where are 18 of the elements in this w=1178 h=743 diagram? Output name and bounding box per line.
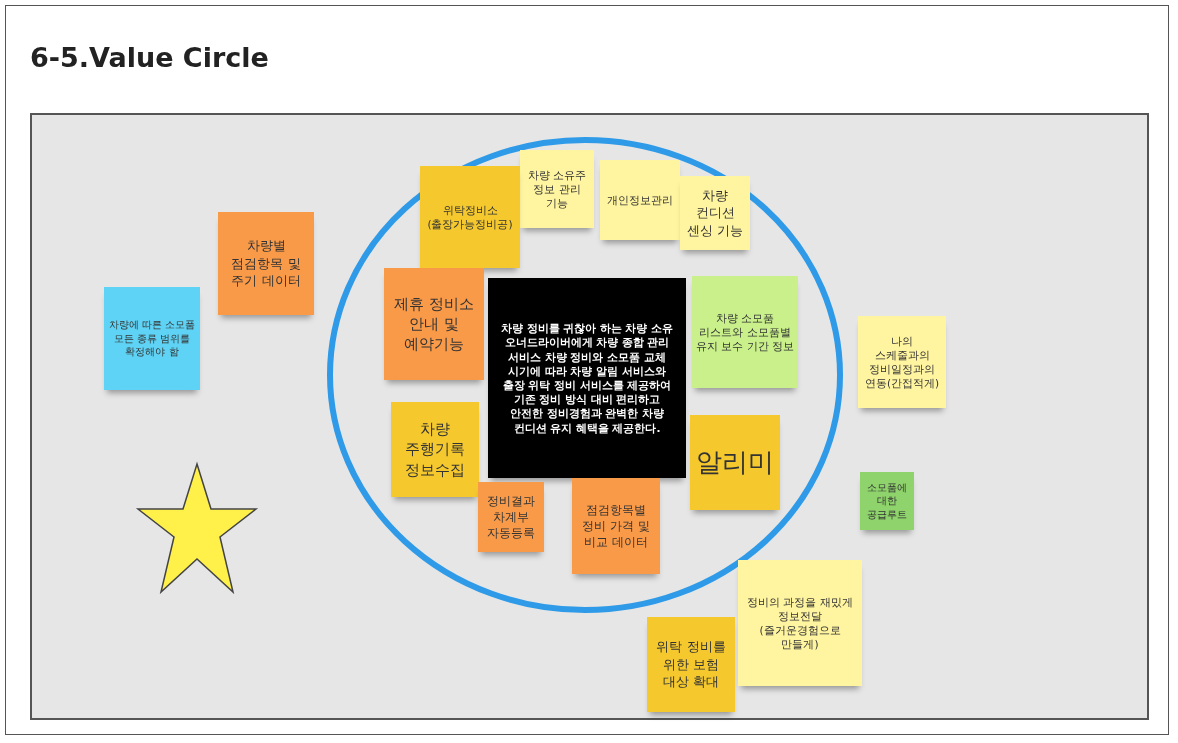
- sticky-note: 제휴 정비소 안내 및 예약기능: [384, 268, 484, 380]
- sticky-note: 정비의 과정을 재밌게 정보전달(즐거운경험으로 만들게): [738, 560, 862, 686]
- sticky-note: 차량 컨디션 센싱 기능: [680, 176, 750, 250]
- sticky-note: 차량 주행기록 정보수집: [391, 402, 479, 497]
- sticky-note: 정비결과 차계부 자동등록: [478, 482, 544, 552]
- sticky-note: 나의 스케줄과의 정비일정과의 연동(간접적게): [858, 316, 946, 408]
- sticky-note: 차량 소모품 리스트와 소모품별 유지 보수 기간 정보: [692, 276, 798, 388]
- sticky-note: 위탁정비소 (출장가능정비공): [420, 166, 520, 268]
- sticky-note: 차량에 따른 소모품 모든 종류 범위를 확정해야 함: [104, 287, 200, 390]
- sticky-note: 차량 소유주 정보 관리 기능: [520, 150, 594, 228]
- sticky-note: 점검항목별 정비 가격 및 비교 데이터: [572, 478, 660, 574]
- sticky-note: 소모품에 대한 공급루트: [860, 472, 914, 530]
- sticky-note: 알리미: [690, 415, 780, 510]
- page-title: 6-5.Value Circle: [30, 42, 269, 73]
- sticky-note: 차량별 점검항목 및 주기 데이터: [218, 212, 314, 315]
- sticky-note: 위탁 정비를 위한 보험 대상 확대: [647, 617, 735, 712]
- sticky-note: 차량 정비를 귀찮아 하는 차량 소유 오너드라이버에게 차량 종합 관리 서비스 차량 정비와 소모품 교체 시기에 따라 차량 알림 서비스와 출장 위탁 정비 서비스를 제공하여 기존 정비 방식 대비 편리하고 안전한 정비경험과 완벽한 차량 컨디션 유지 혜택을 제공한다.: [488, 278, 686, 478]
- sticky-note: 개인정보관리: [600, 160, 680, 240]
